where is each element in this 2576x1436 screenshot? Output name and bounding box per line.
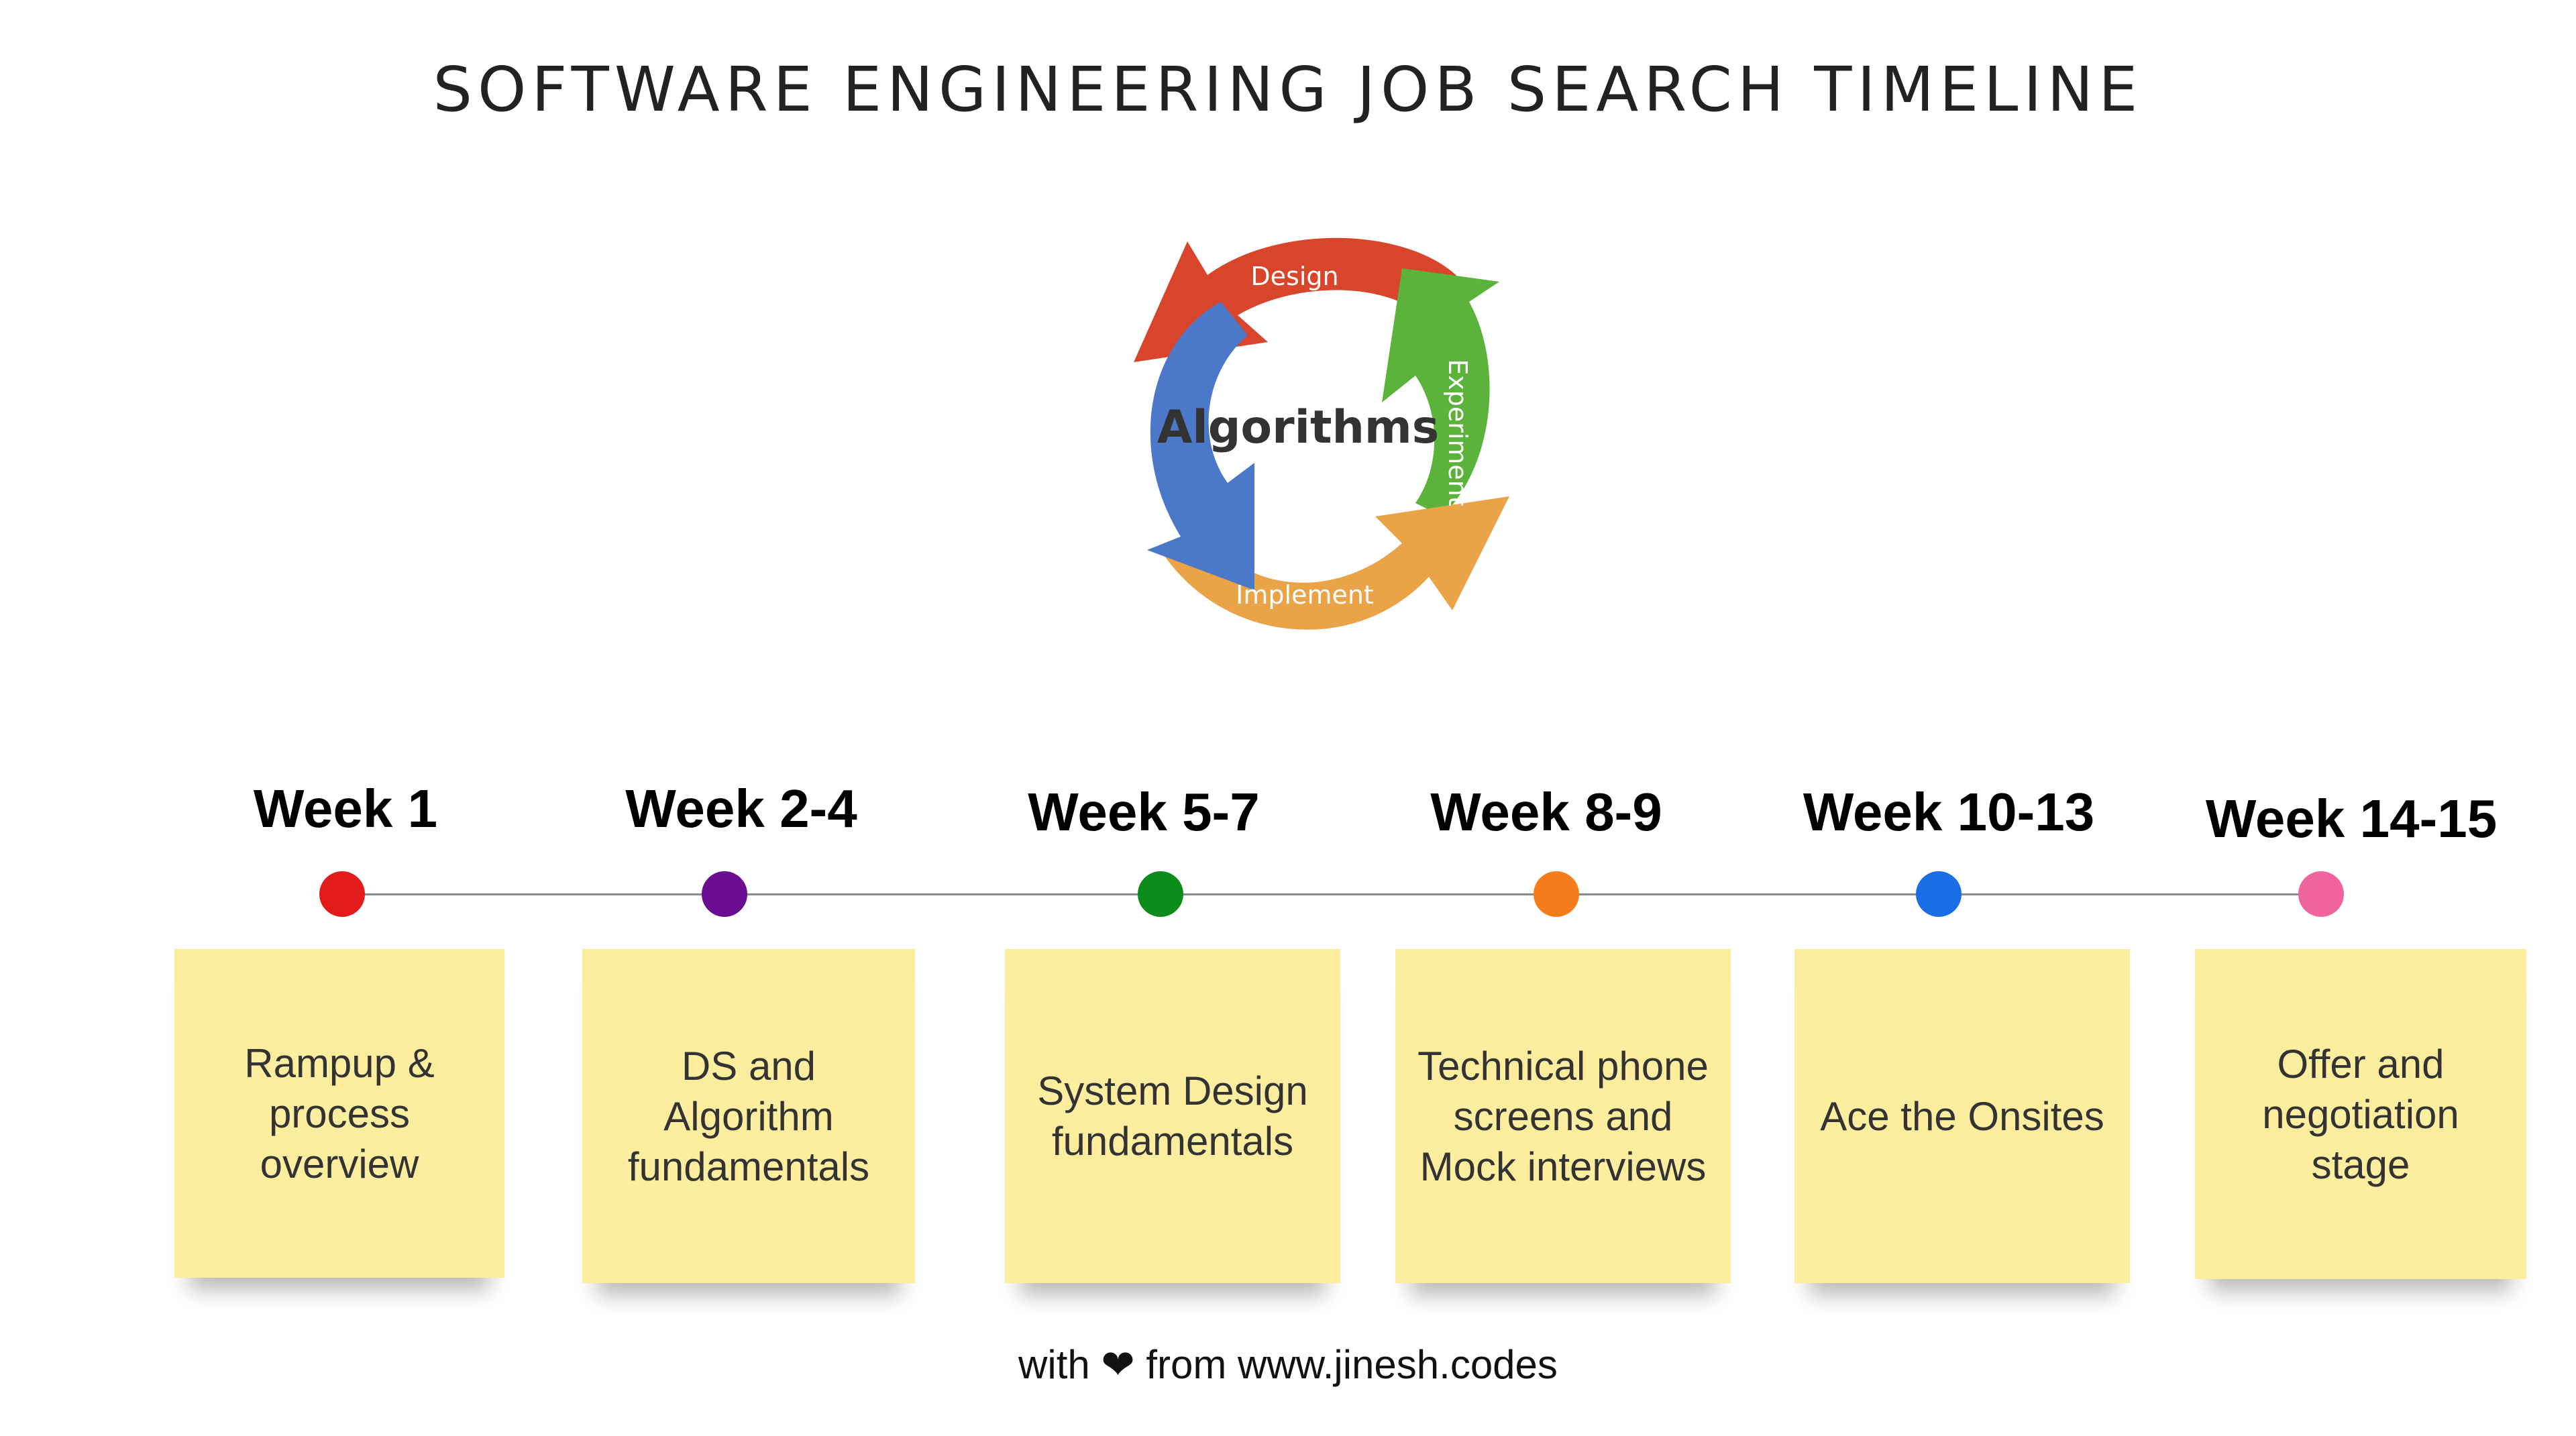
experiment-arrow — [1382, 268, 1499, 516]
sticky-note-text: DS and Algorithm fundamentals — [627, 1043, 870, 1189]
footer-credit: with ❤ from www.jinesh.codes — [1018, 1342, 1558, 1387]
week-label-4: Week 8-9 — [1430, 782, 1662, 842]
timeline-dot-2 — [702, 871, 747, 917]
page-title: SOFTWARE ENGINEERING JOB SEARCH TIMELINE — [433, 54, 2143, 125]
sticky-note-text: Offer and negotiation stage — [2262, 1041, 2459, 1187]
sticky-note-3: System Design fundamentals — [1005, 949, 1340, 1283]
week-label-2: Week 2-4 — [625, 779, 857, 838]
timeline-dot-3 — [1138, 871, 1183, 917]
sticky-note-1: Rampup & process overview — [174, 949, 504, 1278]
timeline-line — [342, 893, 2321, 895]
analyze-label: Analyze — [1109, 382, 1138, 483]
timeline-dot-4 — [1534, 871, 1579, 917]
sticky-note-2: DS and Algorithm fundamentals — [582, 949, 915, 1283]
week-label-3: Week 5-7 — [1028, 782, 1260, 842]
experiment-label: Experiment — [1443, 359, 1472, 506]
cycle-center-label: Algorithms — [1157, 401, 1439, 454]
implement-arrow — [1161, 496, 1509, 630]
implement-label: Implement — [1236, 580, 1374, 610]
design-label: Design — [1250, 262, 1338, 291]
sticky-note-text: Technical phone screens and Mock intervi… — [1417, 1043, 1709, 1189]
week-label-5: Week 10-13 — [1803, 782, 2095, 842]
sticky-note-6: Offer and negotiation stage — [2195, 949, 2526, 1279]
sticky-note-text: System Design fundamentals — [1037, 1068, 1308, 1164]
timeline-dot-1 — [319, 871, 365, 917]
timeline-dot-6 — [2298, 871, 2344, 917]
timeline-dot-5 — [1916, 871, 1962, 917]
analyze-arrow — [1147, 302, 1254, 590]
algorithms-cycle-diagram: Design Experiment Implement Analyze Algo… — [1109, 237, 1509, 630]
sticky-note-text: Ace the Onsites — [1820, 1093, 2104, 1139]
week-label-1: Week 1 — [253, 779, 438, 838]
sticky-note-text: Rampup & process overview — [244, 1040, 435, 1186]
sticky-note-4: Technical phone screens and Mock intervi… — [1395, 949, 1731, 1283]
week-label-6: Week 14-15 — [2205, 789, 2498, 848]
sticky-note-5: Ace the Onsites — [1794, 949, 2130, 1283]
